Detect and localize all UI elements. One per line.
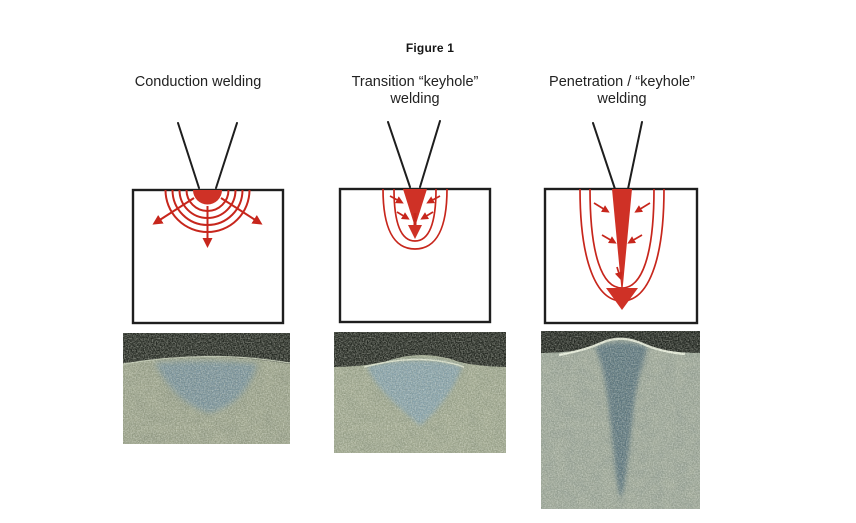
grain-texture-dark: [334, 332, 506, 453]
keyhole-cavity: [403, 189, 427, 227]
label-line: Conduction welding: [134, 74, 262, 90]
heat-flow-arrows: [593, 202, 651, 280]
label-penetration-keyhole-welding: Penetration / “keyhole” welding: [517, 74, 727, 108]
label-transition-keyhole-welding: Transition “keyhole” welding: [310, 74, 520, 108]
keyhole-tip-arrowhead: [408, 225, 422, 239]
transition-keyhole-schematic: [338, 120, 492, 324]
label-conduction-welding: Conduction welding: [93, 74, 303, 91]
label-line: welding: [597, 91, 647, 107]
laser-beam-icon: [592, 121, 643, 190]
melt-isotherms: [382, 188, 448, 250]
heat-flow-arrows: [389, 195, 441, 220]
figure-title: Figure 1: [405, 41, 455, 55]
keyhole-cavity: [612, 189, 632, 295]
melt-pool-dome: [193, 190, 222, 205]
laser-beam-icon: [177, 122, 238, 189]
grain-texture-dark: [123, 333, 290, 444]
transition-weld-photo: [334, 332, 506, 453]
penetration-keyhole-schematic: [543, 121, 699, 325]
label-line: Penetration / “keyhole”: [549, 74, 695, 90]
keyhole-tip-arrowhead: [606, 288, 638, 310]
heat-flow-arrows: [152, 197, 263, 248]
grain-texture-dark: [541, 331, 700, 509]
workpiece-box: [338, 187, 492, 324]
label-line: welding: [390, 91, 440, 107]
conduction-schematic: [131, 122, 285, 325]
penetration-weld-photo: [541, 331, 700, 509]
label-line: Transition “keyhole”: [351, 74, 479, 90]
conduction-weld-photo: [123, 333, 290, 444]
laser-beam-icon: [387, 120, 441, 188]
